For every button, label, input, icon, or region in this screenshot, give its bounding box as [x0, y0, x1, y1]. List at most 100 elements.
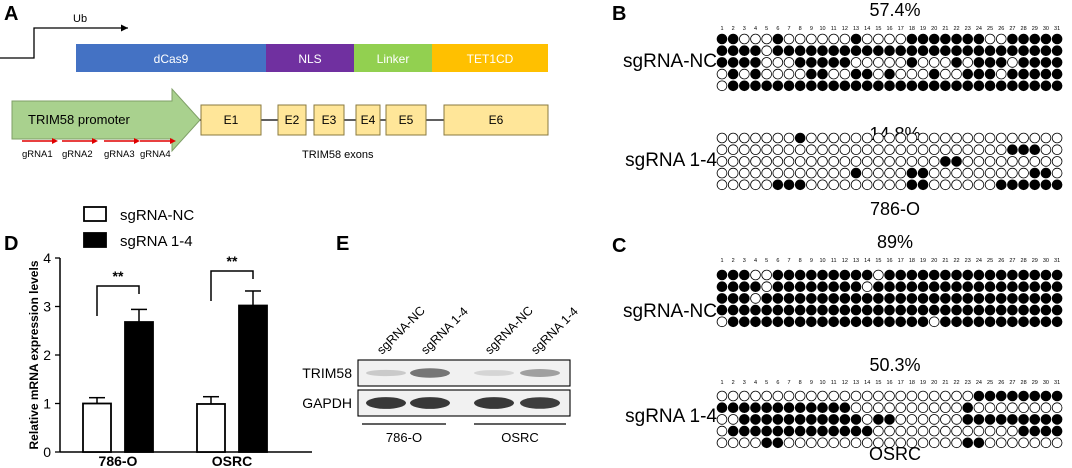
cpg-site-label: 9 — [810, 258, 813, 264]
methylated-cpg-dot — [716, 281, 728, 293]
methylated-cpg-dot — [906, 293, 918, 304]
unmethylated-cpg-dot — [772, 156, 784, 167]
methylated-cpg-dot — [917, 293, 929, 304]
unmethylated-cpg-dot — [761, 179, 772, 191]
methylated-cpg-dot — [850, 425, 862, 437]
cpg-site-label: 9 — [810, 26, 813, 32]
blot-group-label: OSRC — [501, 430, 539, 445]
methylated-cpg-dot — [928, 45, 940, 56]
methylated-cpg-dot — [794, 45, 806, 56]
methylated-cpg-dot — [962, 316, 974, 328]
methylated-cpg-dot — [1040, 68, 1052, 80]
methylated-cpg-dot — [739, 304, 750, 316]
unmethylated-cpg-dot — [940, 179, 951, 191]
methylated-cpg-dot — [794, 316, 806, 328]
methylated-cpg-dot — [716, 269, 728, 281]
unmethylated-cpg-dot — [783, 68, 795, 80]
unmethylated-cpg-dot — [895, 402, 907, 414]
cpg-site-label: 11 — [831, 258, 837, 264]
methylated-cpg-dot — [1029, 68, 1041, 80]
unmethylated-cpg-dot — [984, 179, 996, 191]
unmethylated-cpg-dot — [1040, 144, 1052, 156]
unmethylated-cpg-dot — [895, 425, 907, 437]
methylated-cpg-dot — [917, 167, 929, 179]
methylated-cpg-dot — [995, 414, 1007, 425]
unmethylated-cpg-dot — [861, 132, 873, 144]
methylated-cpg-dot — [850, 316, 862, 328]
methylated-cpg-dot — [828, 45, 839, 56]
methylated-cpg-dot — [806, 316, 817, 328]
unmethylated-cpg-dot — [940, 414, 951, 425]
unmethylated-cpg-dot — [850, 132, 862, 144]
unmethylated-cpg-dot — [984, 167, 996, 179]
cpg-site-label: 18 — [909, 380, 915, 386]
unmethylated-cpg-dot — [884, 179, 895, 191]
unmethylated-cpg-dot — [1051, 156, 1063, 167]
methylated-cpg-dot — [1018, 414, 1029, 425]
unmethylated-cpg-dot — [828, 437, 839, 449]
unmethylated-cpg-dot — [917, 402, 929, 414]
cpg-site-label: 31 — [1054, 380, 1060, 386]
unmethylated-cpg-dot — [973, 167, 985, 179]
methylated-cpg-dot — [1051, 269, 1063, 281]
methylated-cpg-dot — [884, 281, 895, 293]
methylated-cpg-dot — [761, 316, 772, 328]
cpg-site-label: 7 — [787, 258, 790, 264]
methylated-cpg-dot — [783, 80, 795, 92]
methylated-cpg-dot — [772, 179, 784, 191]
guide-label: gRNA4 — [140, 149, 171, 160]
cpg-site-label: 11 — [831, 26, 837, 32]
methylated-cpg-dot — [984, 45, 996, 56]
methylated-cpg-dot — [917, 80, 929, 92]
unmethylated-cpg-dot — [716, 390, 728, 402]
unmethylated-cpg-dot — [928, 156, 940, 167]
methylated-cpg-dot — [716, 402, 728, 414]
unmethylated-cpg-dot — [1007, 425, 1018, 437]
methylated-cpg-dot — [750, 414, 761, 425]
methylated-cpg-dot — [839, 45, 851, 56]
methylated-cpg-dot — [1029, 304, 1041, 316]
unmethylated-cpg-dot — [772, 390, 784, 402]
unmethylated-cpg-dot — [884, 144, 895, 156]
unmethylated-cpg-dot — [928, 57, 940, 68]
unmethylated-cpg-dot — [794, 68, 806, 80]
protein-band — [366, 369, 406, 377]
methylated-cpg-dot — [1007, 144, 1018, 156]
unmethylated-cpg-dot — [783, 144, 795, 156]
methylated-cpg-dot — [884, 316, 895, 328]
methylated-cpg-dot — [906, 304, 918, 316]
methylated-cpg-dot — [850, 167, 862, 179]
methylated-cpg-dot — [917, 33, 929, 45]
methylated-cpg-dot — [783, 304, 795, 316]
unmethylated-cpg-dot — [750, 33, 761, 45]
unmethylated-cpg-dot — [772, 68, 784, 80]
unmethylated-cpg-dot — [873, 144, 884, 156]
unmethylated-cpg-dot — [861, 179, 873, 191]
methylated-cpg-dot — [839, 304, 851, 316]
exon-label: E5 — [399, 113, 414, 127]
unmethylated-cpg-dot — [995, 132, 1007, 144]
methylated-cpg-dot — [962, 80, 974, 92]
methylated-cpg-dot — [906, 167, 918, 179]
unmethylated-cpg-dot — [861, 167, 873, 179]
methylated-cpg-dot — [727, 425, 739, 437]
methylated-cpg-dot — [995, 304, 1007, 316]
methylated-cpg-dot — [1007, 80, 1018, 92]
methylated-cpg-dot — [1029, 281, 1041, 293]
significance-bracket — [96, 285, 140, 316]
methylated-cpg-dot — [839, 316, 851, 328]
methylated-cpg-dot — [1040, 33, 1052, 45]
exon-label: E6 — [489, 113, 504, 127]
methylated-cpg-dot — [928, 33, 940, 45]
cpg-site-label: 6 — [776, 380, 779, 386]
methylated-cpg-dot — [750, 402, 761, 414]
category-group-1: **786-O — [82, 268, 154, 468]
unmethylated-cpg-dot — [984, 132, 996, 144]
unmethylated-cpg-dot — [739, 144, 750, 156]
unmethylated-cpg-dot — [984, 144, 996, 156]
methylated-cpg-dot — [1007, 33, 1018, 45]
methylated-cpg-dot — [1018, 269, 1029, 281]
